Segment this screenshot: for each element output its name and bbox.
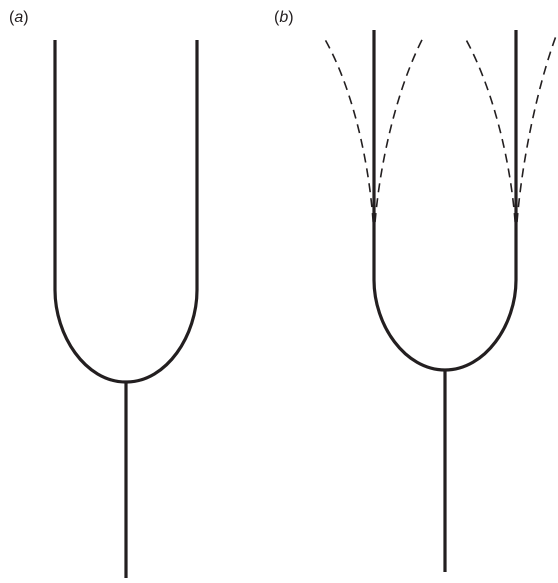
panel-b-fork-shape — [374, 30, 516, 370]
panel-b-right-inner-dashed-branch — [516, 36, 556, 237]
panel-a-fork-shape — [55, 40, 197, 382]
panel-b-right-outer-dashed-branch — [464, 36, 516, 237]
panel-b-diagram — [323, 30, 556, 572]
panel-b-left-inner-dashed-branch — [374, 36, 424, 237]
panel-a-diagram — [55, 40, 197, 578]
panel-b-left-outer-dashed-branch — [323, 36, 374, 237]
